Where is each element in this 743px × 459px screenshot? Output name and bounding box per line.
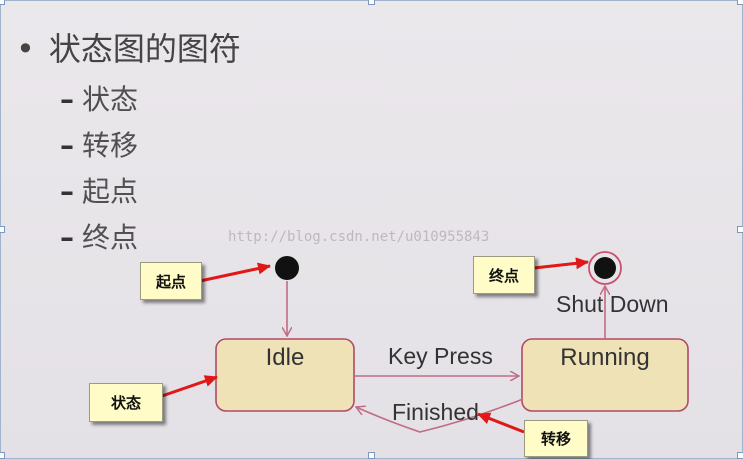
list-item-text: 转移 [82,129,139,162]
resize-handle-tl[interactable] [0,0,5,5]
dash-icon: – [60,129,74,162]
list-item-text: 起点 [82,175,139,208]
resize-handle-tr[interactable] [737,0,743,5]
state-idle [215,338,355,412]
callout-start: 起点 [140,262,202,300]
state-running-label: Running [560,344,650,371]
list-item: –状态 [60,78,138,118]
list-item: –起点 [60,170,138,210]
watermark: http://blog.csdn.net/u010955843 [228,229,490,245]
resize-handle-mr[interactable] [737,226,743,233]
dash-icon: – [60,221,74,254]
slide-title-text: 状态图的图符 [48,30,241,68]
list-item: –转移 [60,124,138,164]
callout-arrow-end [533,257,589,270]
callout-state: 状态 [89,383,163,422]
transition-key-press-label: Key Press [388,343,493,369]
list-item: –终点 [60,216,138,256]
end-node-dot [594,257,616,279]
callout-arrow-state [161,375,218,398]
bullet-icon: • [16,30,35,68]
callout-transition: 转移 [524,420,588,457]
callout-arrow-transition [477,412,525,434]
list-item-text: 终点 [82,221,139,254]
list-item-text: 状态 [82,83,139,116]
resize-handle-ml[interactable] [0,226,5,233]
transition-shut-down-label: Shut Down [556,291,669,317]
transition-finished [356,398,524,433]
dash-icon: – [60,175,74,208]
state-idle-label: Idle [265,344,305,371]
callout-end: 终点 [473,256,535,294]
callout-arrow-start [199,262,271,283]
dash-icon: – [60,83,74,116]
end-node-ring [588,251,622,285]
slide-title: • 状态图的图符 [16,24,241,70]
transition-finished-label: Finished [392,399,479,425]
start-node [275,256,299,280]
resize-handle-tm[interactable] [368,0,375,5]
